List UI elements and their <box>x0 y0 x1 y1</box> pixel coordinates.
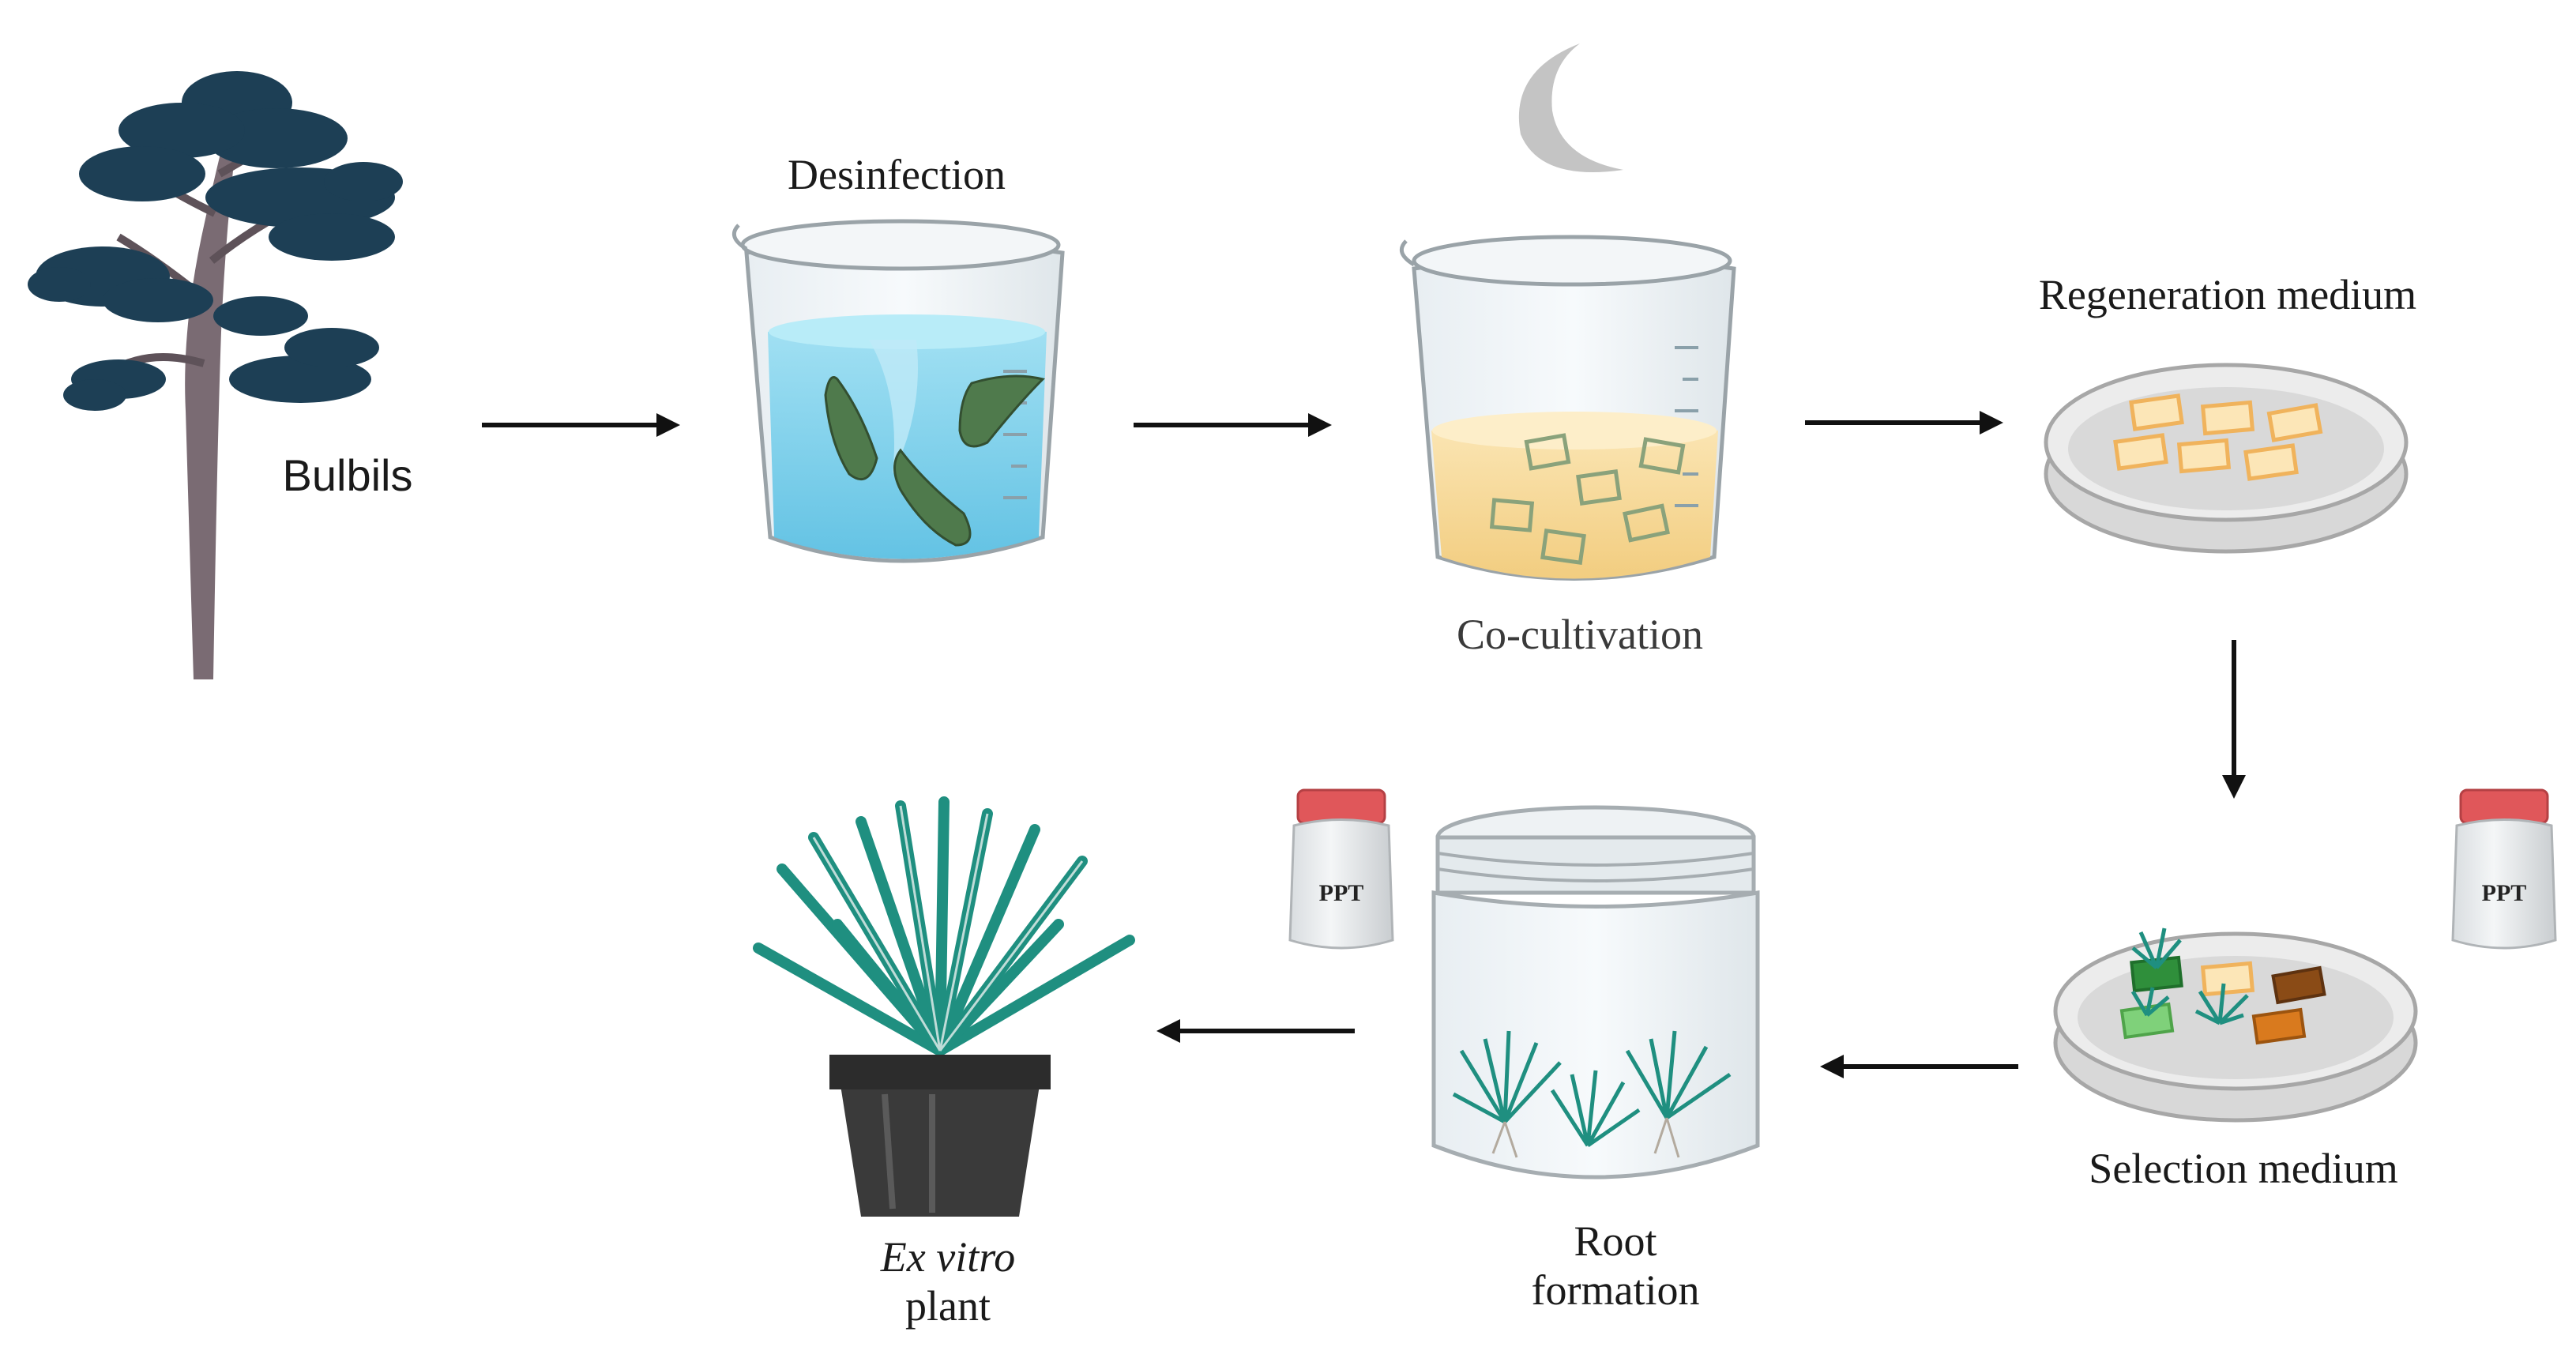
ex-vitro-line2: plant <box>905 1282 991 1330</box>
crescent-moon-icon <box>1518 43 1623 172</box>
potted-agave-icon <box>753 796 1135 1217</box>
agave-tree-icon <box>28 71 403 679</box>
petri-dish-icon <box>2053 927 2418 1123</box>
ex-vitro-italic: Ex vitro <box>880 1233 1016 1281</box>
ppt-label-root: PPT <box>1319 880 1364 906</box>
beaker-water-icon <box>731 219 1065 563</box>
regeneration-medium-label: Regeneration medium <box>2038 271 2417 318</box>
root-formation-line2: formation <box>1531 1266 1700 1315</box>
co-cultivation-label: Co-cultivation <box>1457 611 1703 658</box>
root-formation-line1: Root <box>1574 1217 1657 1265</box>
desinfection-label: Desinfection <box>788 151 1006 198</box>
beaker-culture-icon <box>1399 235 1736 581</box>
ppt-bottle-icon: PPT <box>2451 788 2557 950</box>
petri-dish-icon <box>2044 363 2409 554</box>
ex-vitro-plant-label: Ex vitro plant <box>814 1232 1082 1330</box>
ppt-bottle-icon: PPT <box>1288 788 1394 950</box>
ppt-label-selection: PPT <box>2482 880 2527 906</box>
selection-medium-label: Selection medium <box>2089 1145 2398 1192</box>
root-formation-label: Root formation <box>1461 1217 1769 1315</box>
bulbils-label: Bulbils <box>282 450 413 500</box>
culture-jar-icon <box>1431 805 1760 1180</box>
flow-arrows <box>482 411 2246 1078</box>
